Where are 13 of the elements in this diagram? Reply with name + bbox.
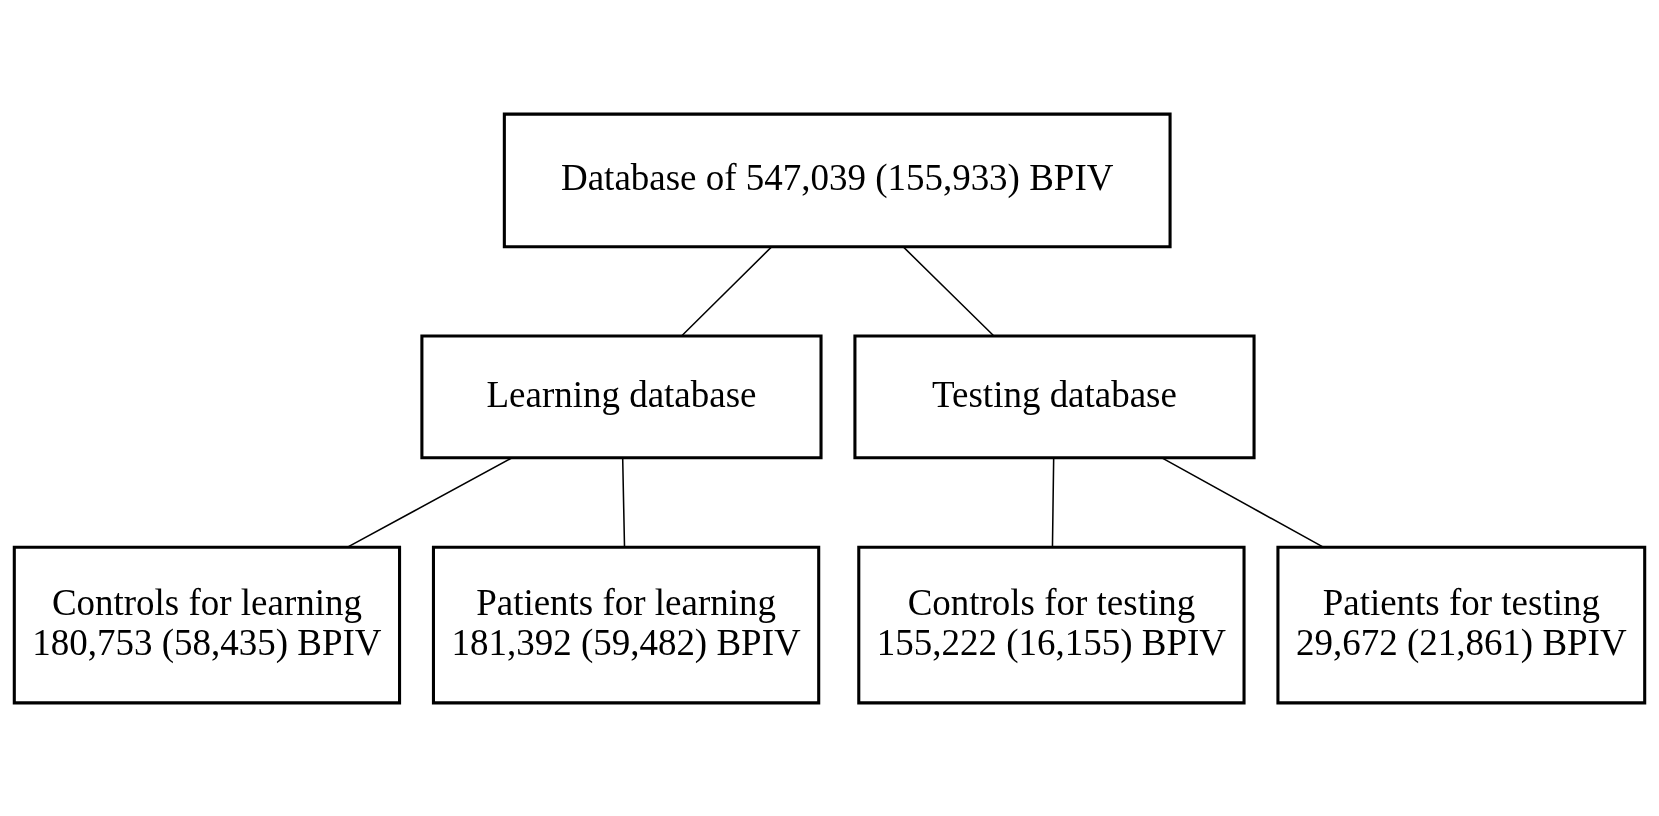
connector bbox=[902, 245, 995, 336]
node-box: Patients for testing 29,672 (21,861) BPIV bbox=[1276, 545, 1647, 704]
node-box: Controls for learning 180,753 (58,435) BPIV bbox=[12, 545, 402, 704]
connector bbox=[346, 456, 513, 548]
connector bbox=[681, 245, 773, 336]
connector bbox=[1161, 456, 1325, 548]
connector bbox=[621, 456, 626, 548]
node-box: Learning database bbox=[420, 334, 823, 459]
node-box: Testing database bbox=[853, 334, 1256, 459]
node-box: Database of 547,039 (155,933) BPIV bbox=[502, 112, 1172, 248]
node-box: Patients for learning 181,392 (59,482) BPIV bbox=[431, 545, 821, 704]
node-box: Controls for testing 155,222 (16,155) BPIV bbox=[857, 545, 1246, 704]
connector bbox=[1051, 456, 1055, 548]
